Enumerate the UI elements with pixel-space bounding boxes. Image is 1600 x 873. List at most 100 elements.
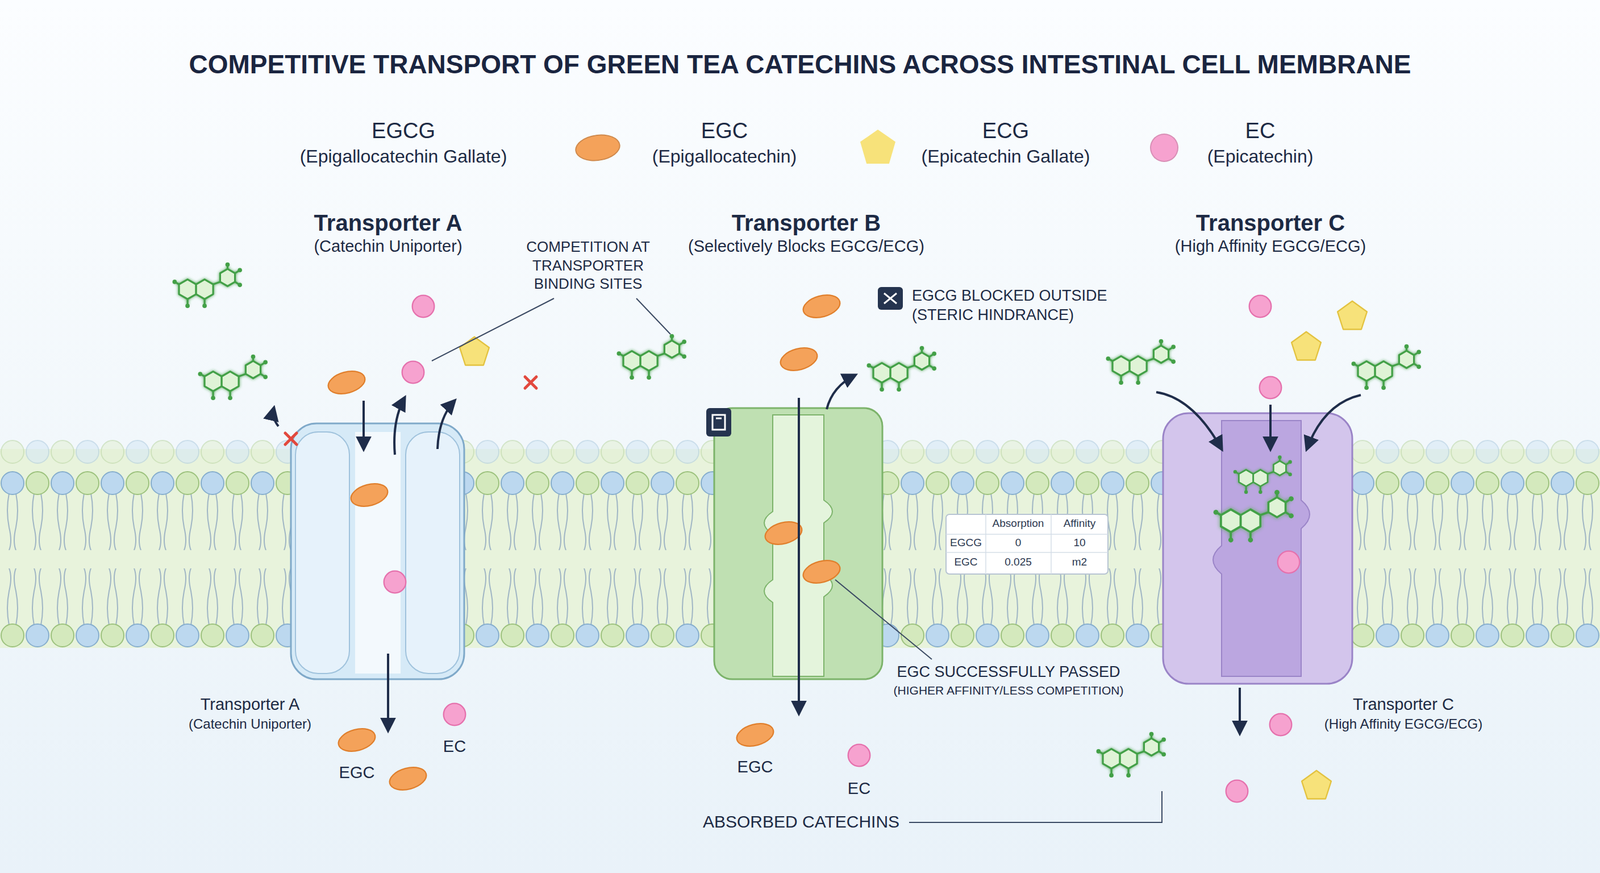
annotation-label: EC [443,736,466,757]
catechin-molecules [1337,301,1368,330]
catechin-molecules [1259,376,1282,399]
title: COMPETITIVE TRANSPORT OF GREEN TEA CATEC… [188,48,1411,81]
flow-arrows [394,397,405,455]
annotation-label: (HIGHER AFFINITY/LESS COMPETITION) [893,682,1124,698]
blocked-marks [877,286,903,310]
catechin-molecules [325,367,368,398]
transporter-c-body [1163,413,1353,684]
transporter-b-body [706,407,883,679]
annotation-label: (Epigallocatechin) [652,145,797,168]
flow-arrows [362,400,365,449]
leader-lines [431,298,1162,823]
catechin-molecules [1351,344,1422,390]
catechin-molecules [1301,770,1332,799]
annotation-label: EGC [339,762,375,783]
annotation-label: (Epicatechin Gallate) [921,145,1090,168]
annotation-label: COMPETITION AT TRANSPORTER BINDING SITES [510,237,667,294]
transporter-a-body [295,431,350,674]
transporter-c-body [1277,551,1300,574]
leader-lines [909,790,1162,823]
table-panel [946,514,1108,574]
legend-swatch [1150,133,1179,162]
catechin-molecules [1249,295,1272,318]
catechin-molecules [867,346,937,392]
catechin-molecules [335,725,378,756]
flow-arrows [273,375,1361,733]
transporter-c-body [1213,420,1310,677]
flow-arrows [1306,394,1361,449]
catechin-molecules [172,262,243,308]
blocked-marks [285,432,297,445]
catechin-molecules [412,295,435,318]
transporter-subtitle: (High Affinity EGCG/ECG) [1145,236,1396,257]
annotation-label: EGCG BLOCKED OUTSIDE (STERIC HINDRANCE) [911,286,1131,325]
transporter-subtitle: (Catechin Uniporter) [257,236,519,257]
catechin-molecules [777,344,820,375]
catechin-molecules [348,480,391,511]
transporter-heading: Transporter B [672,209,940,237]
table-cell: Absorption [992,517,1045,531]
annotation-label: Transporter C [1352,694,1454,715]
annotation-label: EGC SUCCESSFULLY PASSED [896,662,1120,681]
table-cell: EGC [953,555,978,569]
leader-lines [431,298,554,361]
catechin-molecules [198,354,268,400]
transporter-node: Transporter A(Catechin Uniporter) [257,209,519,679]
leader-lines [835,579,932,660]
table-cell: m2 [1072,555,1087,569]
catechin-molecules [734,719,777,750]
catechin-molecules [384,571,407,594]
annotation-label: (Epigallocatechin Gallate) [300,145,508,168]
table-cell: 0 [1015,536,1022,550]
catechin-molecules [172,262,1422,803]
transporter-a-body [290,423,465,679]
catechin-molecules [617,334,687,380]
transporter-heading: Transporter C [1145,209,1396,237]
leader-lines [636,298,671,335]
annotation-label: (Catechin Uniporter) [188,715,312,733]
table-panel [946,514,1108,574]
legend-label: EC [1245,118,1276,145]
flow-arrows [1238,687,1241,733]
catechin-molecules [1106,339,1176,385]
table-cell: 10 [1073,536,1086,550]
annotation-label: Transporter A [200,694,300,715]
flow-arrows [437,400,455,449]
transporter-c-body [1213,489,1294,543]
catechin-molecules [443,703,466,726]
legend-label: ECG [982,118,1029,145]
transporter-node: Transporter B(Selectively Blocks EGCG/EC… [672,209,940,679]
blocked-marks [285,286,903,445]
catechin-molecules [848,744,871,767]
annotation-label: EGC [737,756,774,777]
catechin-molecules [1226,780,1249,803]
annotation-label: EC [847,778,871,799]
catechin-molecules [800,556,843,587]
catechin-molecules [386,763,429,794]
flow-arrows [797,397,800,714]
transporter-a-body [355,431,401,674]
flow-arrows [1156,392,1222,449]
annotation-label: ABSORBED CATECHINS [702,811,900,832]
flow-arrows [273,407,279,427]
transporter-a-body [290,423,465,679]
flow-arrows [1269,404,1272,449]
transporter-c-body [1233,455,1293,494]
table-panel [946,514,1108,574]
annotation-label: (Epicatechin) [1207,145,1314,168]
catechin-molecules [459,336,490,366]
transporter-c-body [1163,413,1353,684]
flow-arrows [826,375,856,410]
legend-label: EGC [701,118,748,145]
table-cell: EGCG [950,536,982,550]
transporter-subtitle: (Selectively Blocks EGCG/ECG) [672,236,940,257]
flow-arrows [386,653,390,731]
annotation-label: (High Affinity EGCG/ECG) [1324,715,1483,733]
legend-label: EGCG [371,118,436,145]
transporter-a-body [405,431,460,674]
table-cell: 0.025 [1004,555,1032,569]
catechin-molecules [402,361,425,384]
